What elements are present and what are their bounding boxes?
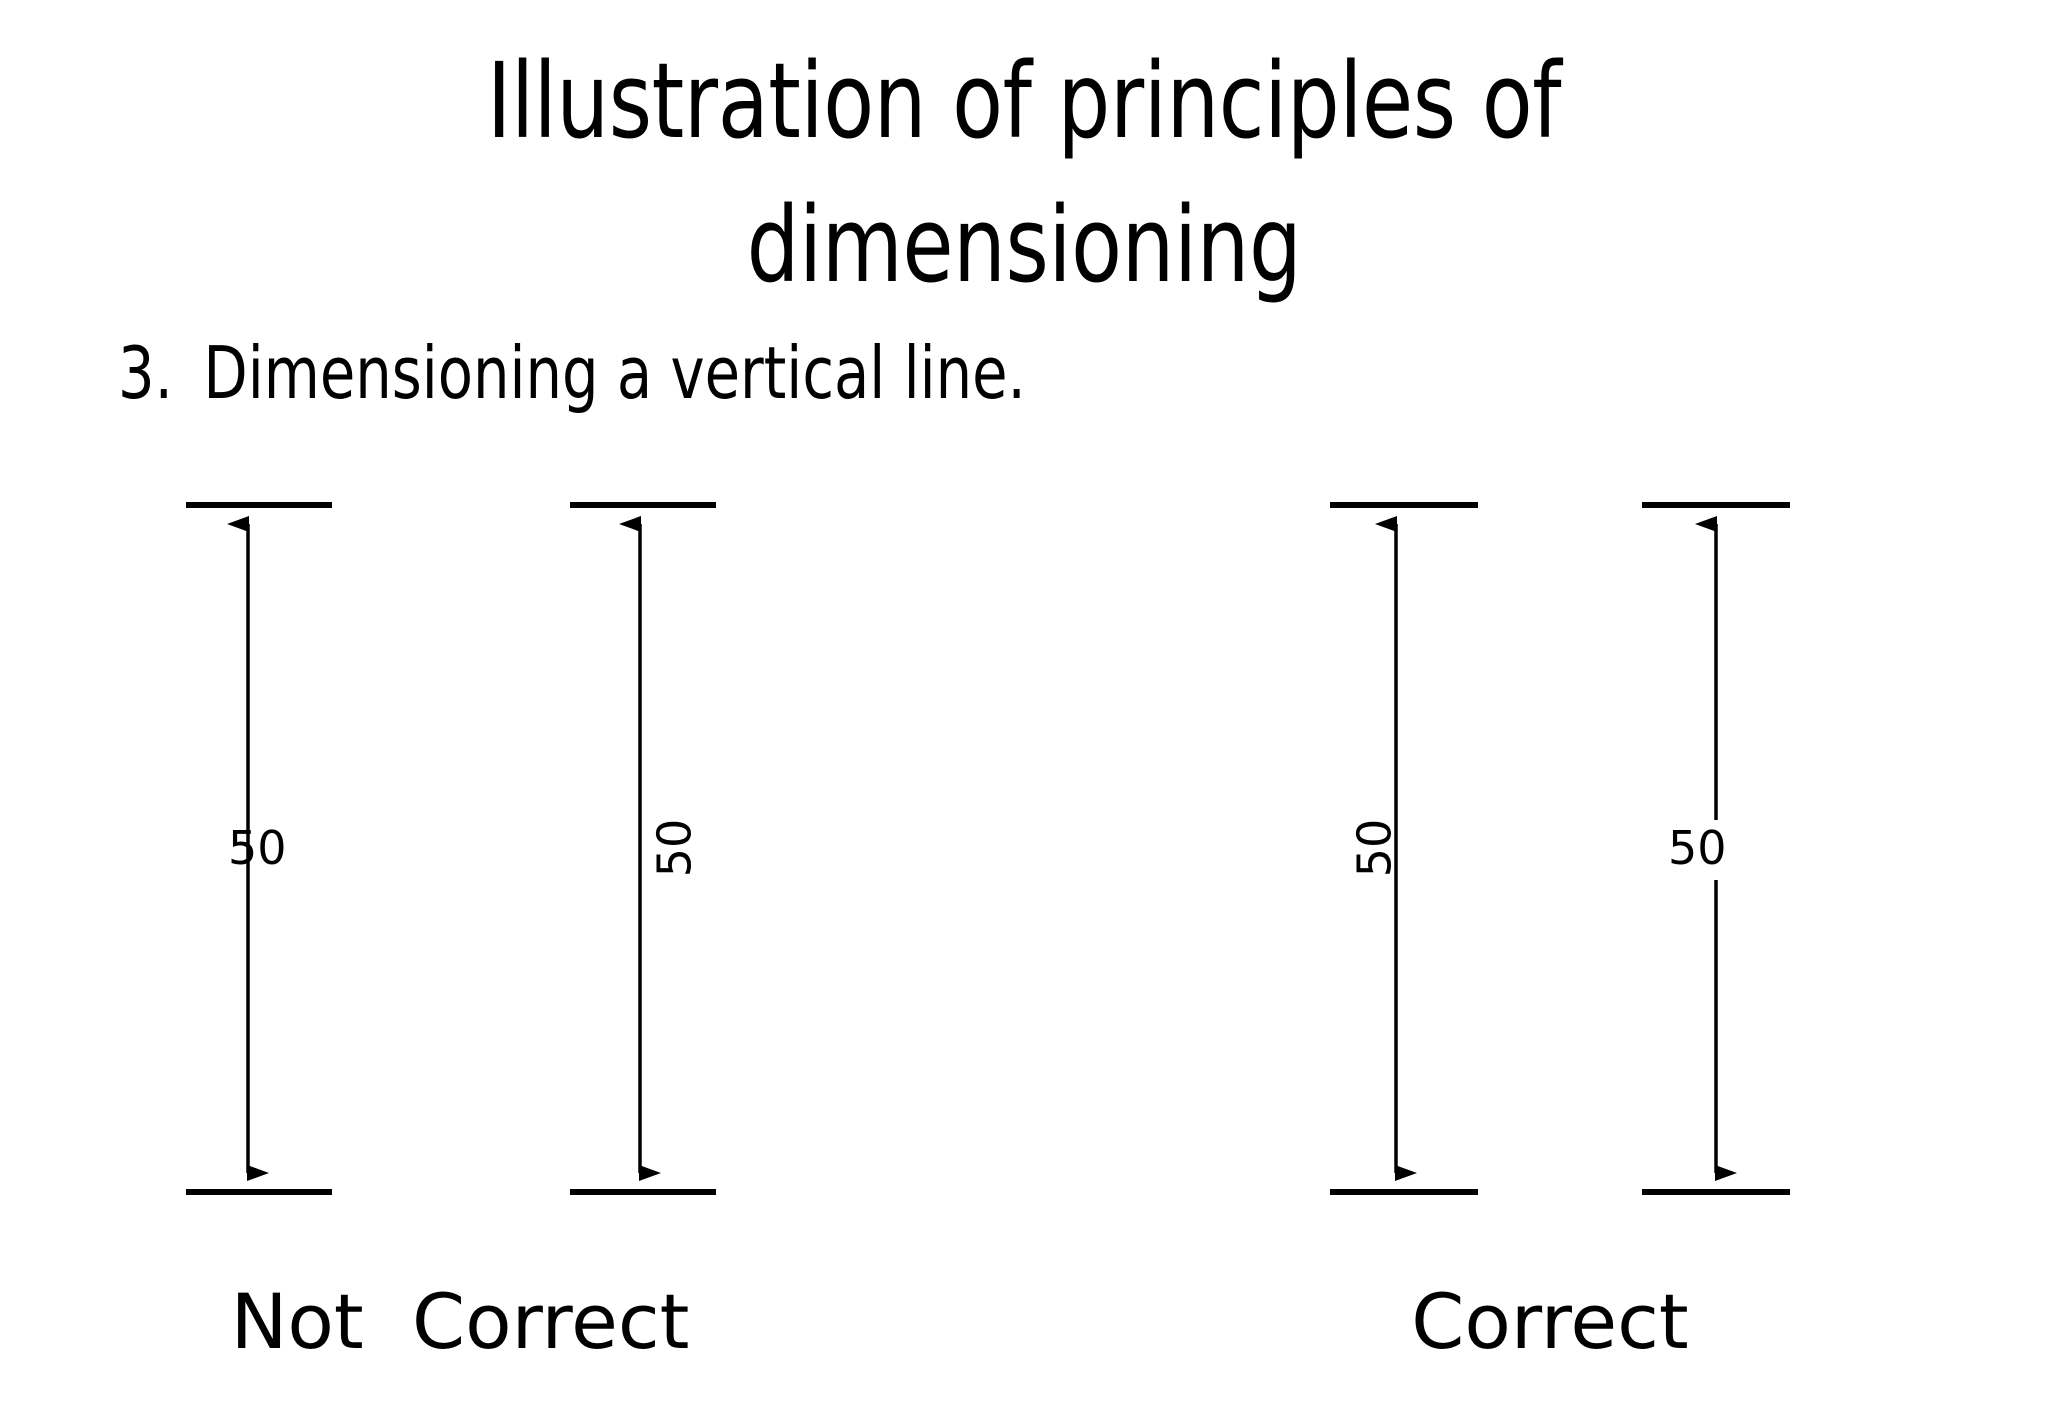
bullet-number: 3. <box>118 331 173 415</box>
bullet-line: 3. Dimensioning a vertical line. <box>118 330 1026 416</box>
bullet-text: Dimensioning a vertical line. <box>203 331 1026 415</box>
dimension-value-4: 50 <box>1668 821 1727 875</box>
page-title: Illustration of principles of dimensioni… <box>486 40 1562 306</box>
dimension-value-3: 50 <box>1347 818 1402 878</box>
caption-correct: Correct <box>1411 1277 1689 1366</box>
dimension-value-2: 50 <box>647 818 702 878</box>
caption-not-correct: Not Correct <box>230 1277 690 1366</box>
dimension-value-1: 50 <box>228 821 287 875</box>
